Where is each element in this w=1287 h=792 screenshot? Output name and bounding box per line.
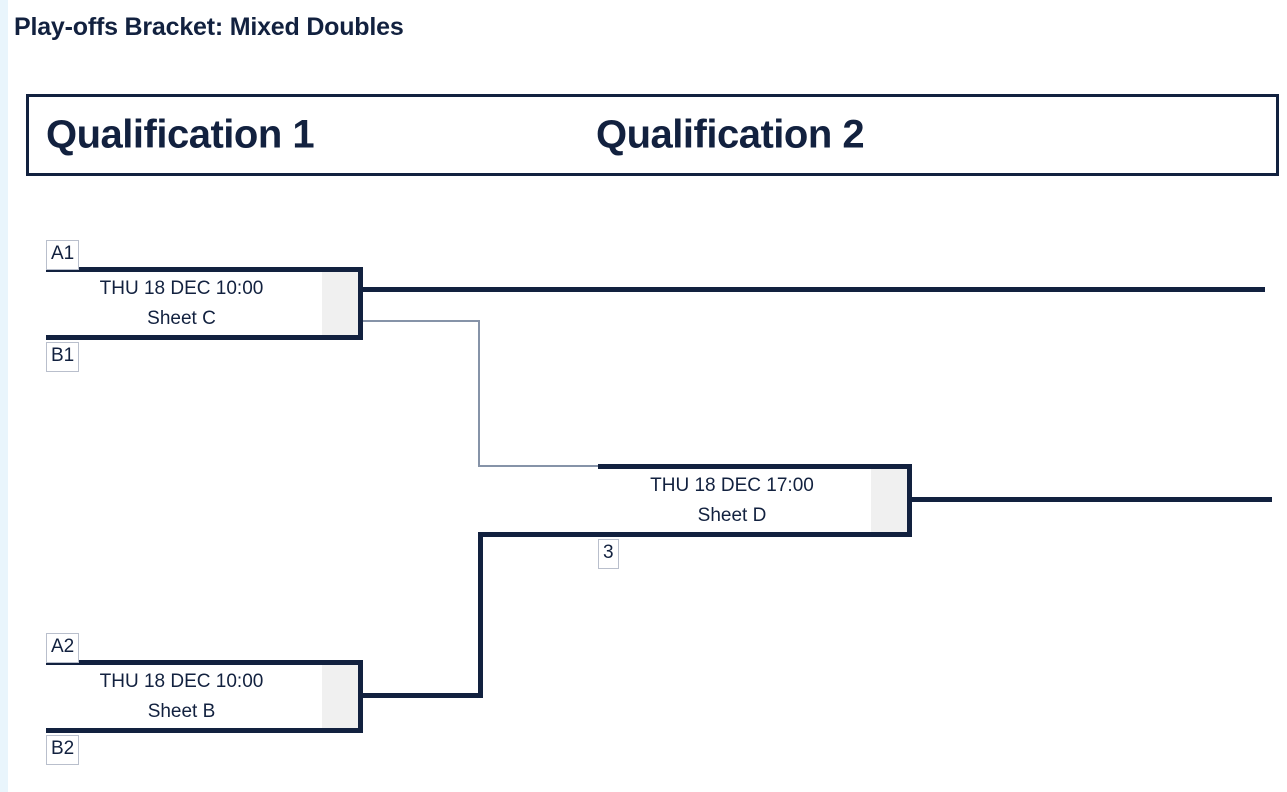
connector-match-1-winner	[363, 287, 1265, 292]
match-box-2[interactable]: THU 18 DEC 10:00 Sheet B	[46, 660, 363, 733]
connector-match-2-winner-h	[363, 693, 483, 698]
match-1-datetime: THU 18 DEC 10:00	[99, 277, 264, 299]
round-header-bar: Qualification 1 Qualification 2	[26, 94, 1279, 176]
connector-match-3-winner	[912, 497, 1272, 502]
match-1-score-column	[322, 272, 358, 335]
round-label-qualification-2: Qualification 2	[596, 112, 865, 157]
match-2-score-column	[322, 665, 358, 728]
match-3-info: THU 18 DEC 17:00 Sheet D	[598, 471, 866, 531]
connector-match-2-winner-v	[478, 532, 483, 698]
match-2-slot-top-badge[interactable]: A2	[46, 633, 80, 663]
match-1-sheet: Sheet C	[147, 307, 216, 329]
connector-match-2-winner-h2	[478, 532, 603, 537]
match-3-id-badge[interactable]: 3	[598, 539, 619, 569]
match-1-info: THU 18 DEC 10:00 Sheet C	[46, 274, 317, 334]
match-3-sheet: Sheet D	[697, 504, 767, 526]
match-box-3[interactable]: THU 18 DEC 17:00 Sheet D	[598, 464, 912, 537]
match-3-datetime: THU 18 DEC 17:00	[650, 474, 814, 496]
match-2-sheet: Sheet B	[147, 700, 216, 722]
match-2-datetime: THU 18 DEC 10:00	[99, 670, 264, 692]
left-gutter	[0, 0, 8, 792]
match-1-slot-bottom-badge[interactable]: B1	[46, 342, 80, 372]
connector-match-1-secondary-h2	[478, 465, 600, 467]
round-label-qualification-1: Qualification 1	[46, 112, 315, 157]
page-title: Play-offs Bracket: Mixed Doubles	[14, 13, 404, 41]
match-2-info: THU 18 DEC 10:00 Sheet B	[46, 667, 317, 727]
match-1-slot-top-badge[interactable]: A1	[46, 240, 80, 270]
connector-match-1-secondary-h1	[363, 320, 480, 322]
match-2-slot-bottom-badge[interactable]: B2	[46, 735, 80, 765]
match-3-score-column	[871, 469, 907, 532]
connector-match-1-secondary-v	[478, 320, 480, 467]
match-box-1[interactable]: THU 18 DEC 10:00 Sheet C	[46, 267, 363, 340]
